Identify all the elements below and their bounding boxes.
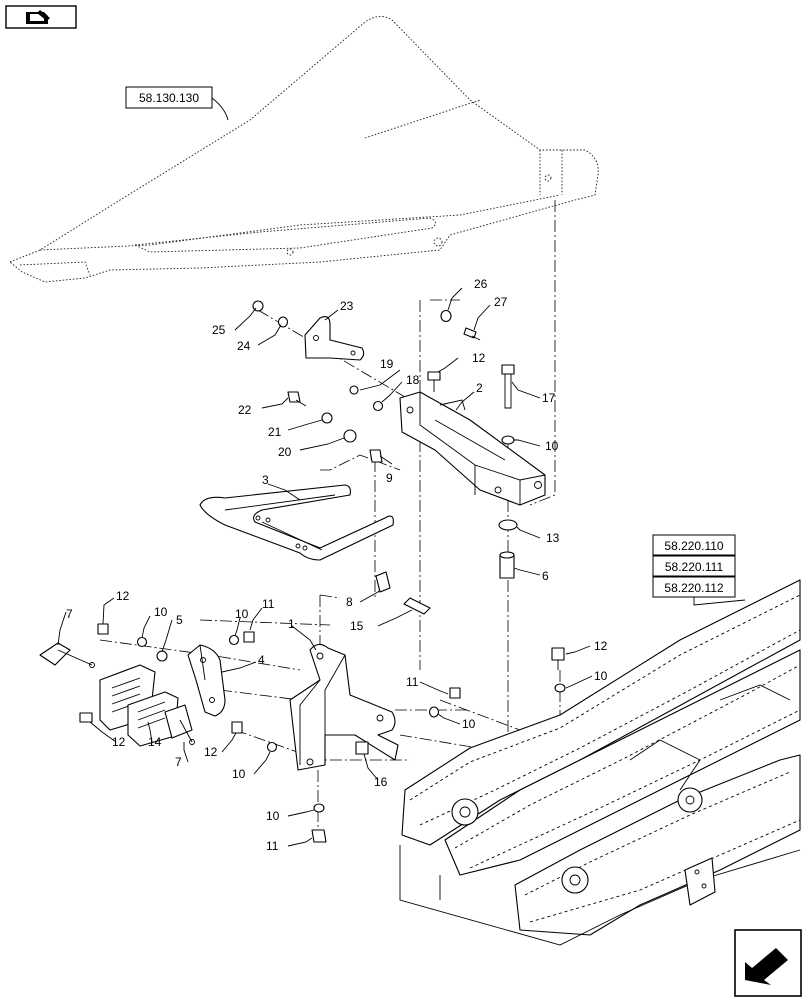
callout-25: 25: [212, 323, 226, 337]
callout-11-left: 11: [262, 597, 275, 611]
part-23-bracket: [304, 316, 365, 361]
ref-label-right-1: 58.220.110: [664, 539, 723, 553]
callout-23: 23: [340, 299, 354, 313]
ref-label-right-2: 58.220.111: [665, 560, 724, 574]
callout-1: 1: [288, 617, 295, 631]
arrow-next-page-icon: [745, 948, 788, 985]
callout-12-top: 12: [472, 351, 486, 365]
fasteners: [79, 300, 566, 843]
conveyor-chain-assembly: [399, 579, 801, 946]
callout-20: 20: [278, 445, 292, 459]
ref-box-right-1[interactable]: 58.220.110: [652, 534, 736, 556]
callout-8: 8: [346, 595, 353, 609]
callout-26: 26: [474, 277, 488, 291]
book-edit-icon: [26, 10, 50, 24]
callout-10-tube: 10: [545, 439, 559, 453]
part-2-tube-bracket: [399, 391, 546, 506]
callout-4: 4: [258, 653, 265, 667]
callout-21: 21: [268, 425, 282, 439]
callout-9: 9: [386, 471, 393, 485]
callout-15: 15: [350, 619, 364, 633]
callout-12-left: 12: [116, 589, 130, 603]
callout-10-lowmid: 10: [232, 767, 246, 781]
ref-label-right-3: 58.220.112: [664, 581, 723, 595]
callout-7-bottom: 7: [175, 755, 182, 769]
callout-leaders: [57, 287, 593, 847]
ref-box-top[interactable]: 58.130.130: [125, 86, 213, 109]
callout-3: 3: [262, 473, 269, 487]
callout-19: 19: [380, 357, 394, 371]
callout-11-bottom: 11: [266, 839, 279, 853]
callout-24: 24: [237, 339, 251, 353]
ref-box-right-2[interactable]: 58.220.111: [652, 555, 736, 577]
next-page-button[interactable]: [734, 929, 802, 997]
callout-10-right: 10: [462, 717, 476, 731]
callout-12-right: 12: [594, 639, 608, 653]
callout-10-bottom: 10: [266, 809, 280, 823]
callout-10-mid: 10: [235, 607, 249, 621]
part-3-frame: [199, 484, 394, 561]
part-4-small-bracket: [187, 644, 226, 717]
callout-6: 6: [542, 569, 549, 583]
callout-14: 14: [148, 735, 162, 749]
callout-2: 2: [476, 381, 483, 395]
callout-7-top: 7: [66, 607, 73, 621]
callout-13: 13: [546, 531, 560, 545]
callout-22: 22: [238, 403, 252, 417]
part-7-lock-pin-upper: [39, 642, 95, 668]
ref-label-top: 58.130.130: [139, 91, 199, 105]
callout-16: 16: [374, 775, 388, 789]
callout-12-lowmid: 12: [204, 745, 218, 759]
callout-17: 17: [542, 391, 556, 405]
callout-labels: 25 24 26 27 23 12 19 18 2 17 10 22 21 20…: [66, 277, 608, 853]
callout-12-lowleft: 12: [112, 735, 126, 749]
callout-27: 27: [494, 295, 508, 309]
part-1-mount-plate: [289, 643, 399, 771]
callout-18: 18: [406, 373, 420, 387]
ref-box-right-3[interactable]: 58.220.112: [652, 576, 736, 598]
callout-5: 5: [176, 613, 183, 627]
callout-11-right: 11: [406, 675, 419, 689]
callout-10-farright: 10: [594, 669, 608, 683]
part-7-lock-pin-lower: [164, 704, 195, 745]
crop-divider-phantom: [9, 16, 599, 283]
top-nav-button[interactable]: [5, 5, 77, 29]
callout-10-left: 10: [154, 605, 168, 619]
leader-ref-top: [211, 97, 229, 121]
leader-ref-right: [693, 597, 746, 606]
